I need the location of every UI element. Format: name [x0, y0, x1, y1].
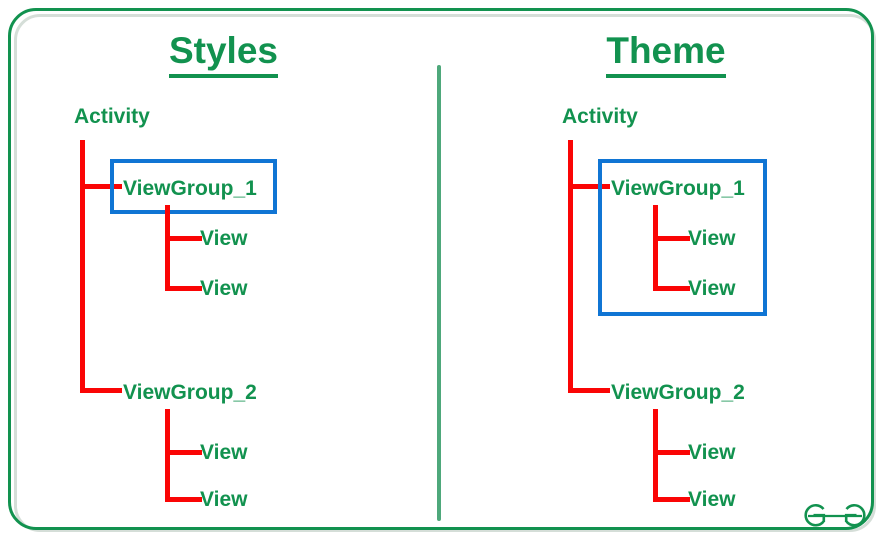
panel-divider [437, 65, 441, 521]
node-view-1b-theme: View [688, 277, 736, 300]
connector-viewgroup2-to-view-2-theme [653, 497, 690, 502]
panel-title-theme: Theme [441, 30, 891, 78]
connector-viewgroup1-to-view-2-styles [165, 286, 202, 291]
node-view-2a-theme: View [688, 441, 736, 464]
panel-title-theme-text: Theme [606, 30, 726, 78]
connector-viewgroup1-trunk-theme [653, 205, 658, 290]
panel-title-styles-text: Styles [168, 30, 278, 78]
connector-viewgroup2-to-view-1-styles [165, 450, 202, 455]
node-viewgroup-2-styles: ViewGroup_2 [123, 381, 257, 404]
node-view-1b-styles: View [200, 277, 248, 300]
connector-viewgroup1-to-view-1-theme [653, 236, 690, 241]
connector-viewgroup2-to-view-1-theme [653, 450, 690, 455]
outer-frame-border [8, 8, 874, 530]
node-view-2a-styles: View [200, 441, 248, 464]
panel-theme: Theme Activity ViewGroup_1 View View Vie… [441, 0, 891, 551]
connector-viewgroup2-to-view-2-styles [165, 497, 202, 502]
connector-activity-trunk-theme [568, 140, 573, 393]
connector-activity-to-viewgroup2-theme [568, 388, 610, 393]
node-activity-theme: Activity [562, 105, 638, 128]
connector-activity-to-viewgroup1 [80, 184, 122, 189]
connector-activity-to-viewgroup1-theme [568, 184, 610, 189]
connector-activity-to-viewgroup2 [80, 388, 122, 393]
connector-viewgroup2-trunk-theme [653, 409, 658, 502]
panel-title-styles: Styles [10, 30, 437, 78]
node-view-2b-theme: View [688, 488, 736, 511]
highlight-box-styles [110, 159, 277, 214]
geeksforgeeks-logo-icon [804, 504, 866, 527]
connector-activity-trunk [80, 140, 85, 393]
connector-viewgroup1-to-view-1-styles [165, 236, 202, 241]
node-viewgroup-2-theme: ViewGroup_2 [611, 381, 745, 404]
outer-frame-shadow [14, 14, 876, 532]
node-viewgroup-1-styles: ViewGroup_1 [123, 177, 257, 200]
connector-viewgroup2-trunk-styles [165, 409, 170, 502]
node-activity-styles: Activity [74, 105, 150, 128]
connector-viewgroup1-to-view-2-theme [653, 286, 690, 291]
node-viewgroup-1-theme: ViewGroup_1 [611, 177, 745, 200]
node-view-1a-theme: View [688, 227, 736, 250]
connector-viewgroup1-trunk-styles [165, 205, 170, 290]
panel-styles: Styles Activity ViewGroup_1 View View Vi… [10, 0, 437, 551]
node-view-2b-styles: View [200, 488, 248, 511]
highlight-box-theme [598, 159, 767, 316]
node-view-1a-styles: View [200, 227, 248, 250]
